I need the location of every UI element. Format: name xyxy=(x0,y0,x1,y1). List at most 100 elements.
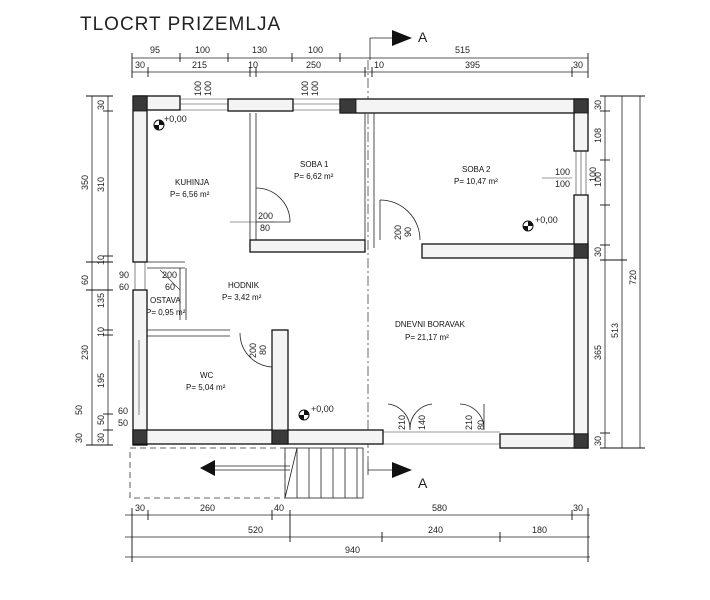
svg-text:60: 60 xyxy=(165,282,175,292)
entrance-stairs xyxy=(284,447,364,499)
svg-text:+0,00: +0,00 xyxy=(311,404,334,414)
svg-text:50: 50 xyxy=(118,418,128,428)
svg-text:365: 365 xyxy=(593,345,603,360)
svg-text:200: 200 xyxy=(162,270,177,280)
section-marker-bottom: A xyxy=(367,462,428,491)
svg-text:250: 250 xyxy=(306,60,321,70)
svg-text:50: 50 xyxy=(96,415,106,425)
svg-text:200: 200 xyxy=(248,343,258,358)
svg-text:720: 720 xyxy=(628,270,638,285)
svg-text:520: 520 xyxy=(248,525,263,535)
svg-text:515: 515 xyxy=(455,45,470,55)
svg-text:30: 30 xyxy=(593,247,603,257)
room-label-ostava: OSTAVA P= 0,95 m² xyxy=(146,296,186,317)
svg-text:30: 30 xyxy=(573,503,583,513)
svg-text:95: 95 xyxy=(150,45,160,55)
svg-text:30: 30 xyxy=(96,433,106,443)
svg-text:P= 6,56 m²: P= 6,56 m² xyxy=(170,190,210,199)
svg-text:135: 135 xyxy=(96,293,106,308)
svg-text:100: 100 xyxy=(593,172,603,187)
svg-text:260: 260 xyxy=(200,503,215,513)
stair-direction-arrow xyxy=(200,460,290,476)
svg-text:+0,00: +0,00 xyxy=(535,215,558,225)
svg-text:30: 30 xyxy=(135,503,145,513)
svg-text:P= 5,04 m²: P= 5,04 m² xyxy=(186,383,226,392)
svg-text:DNEVNI BORAVAK: DNEVNI BORAVAK xyxy=(395,320,466,329)
svg-text:10: 10 xyxy=(248,60,258,70)
svg-text:50: 50 xyxy=(74,405,84,415)
svg-text:100: 100 xyxy=(203,81,213,96)
svg-text:10: 10 xyxy=(96,255,106,265)
svg-text:10: 10 xyxy=(374,60,384,70)
svg-text:30: 30 xyxy=(573,60,583,70)
svg-text:80: 80 xyxy=(476,420,486,430)
dimension-chain-right: 30 108 100 30 365 30 513 720 xyxy=(593,95,645,449)
room-label-soba1: SOBA 1 P= 6,62 m² xyxy=(294,160,334,181)
svg-text:215: 215 xyxy=(192,60,207,70)
svg-text:30: 30 xyxy=(593,100,603,110)
svg-text:210: 210 xyxy=(397,415,407,430)
svg-text:940: 940 xyxy=(345,545,360,555)
svg-text:130: 130 xyxy=(252,45,267,55)
plan-title: TLOCRT PRIZEMLJA xyxy=(80,14,281,35)
svg-text:30: 30 xyxy=(593,436,603,446)
svg-text:OSTAVA: OSTAVA xyxy=(150,296,181,305)
room-label-dnevni-boravak: DNEVNI BORAVAK P= 21,17 m² xyxy=(395,320,466,342)
room-label-kuhinja: KUHINJA P= 6,56 m² xyxy=(170,178,210,199)
dimension-chain-top: 95 100 130 100 515 30 215 10 250 10 395 … xyxy=(131,45,589,78)
svg-text:30: 30 xyxy=(96,100,106,110)
svg-text:90: 90 xyxy=(119,270,129,280)
svg-text:200: 200 xyxy=(258,211,273,221)
room-label-wc: WC P= 5,04 m² xyxy=(186,371,226,392)
opening-labels: 100 100 100 100 100 100 200 80 200 90 20… xyxy=(118,81,598,430)
svg-text:210: 210 xyxy=(464,415,474,430)
svg-text:100: 100 xyxy=(555,179,570,189)
svg-text:240: 240 xyxy=(428,525,443,535)
walls xyxy=(132,95,589,449)
svg-text:P= 10,47 m²: P= 10,47 m² xyxy=(454,177,498,186)
svg-text:230: 230 xyxy=(80,345,90,360)
svg-text:+0,00: +0,00 xyxy=(164,114,187,124)
section-label-top: A xyxy=(418,29,428,45)
svg-text:60: 60 xyxy=(119,282,129,292)
dimension-chain-bottom: 30 260 40 580 30 520 240 180 940 xyxy=(125,503,590,562)
svg-text:195: 195 xyxy=(96,373,106,388)
svg-text:100: 100 xyxy=(195,45,210,55)
doors xyxy=(159,187,485,431)
svg-text:P= 21,17 m²: P= 21,17 m² xyxy=(405,333,449,342)
svg-text:350: 350 xyxy=(80,175,90,190)
svg-text:HODNIK: HODNIK xyxy=(228,281,260,290)
svg-text:KUHINJA: KUHINJA xyxy=(175,178,210,187)
svg-text:P= 0,95 m²: P= 0,95 m² xyxy=(146,308,186,317)
svg-text:580: 580 xyxy=(432,503,447,513)
svg-text:60: 60 xyxy=(118,406,128,416)
svg-text:100: 100 xyxy=(310,81,320,96)
svg-text:WC: WC xyxy=(200,371,214,380)
svg-text:SOBA 2: SOBA 2 xyxy=(462,165,491,174)
room-label-hodnik: HODNIK P= 3,42 m² xyxy=(222,281,262,302)
svg-text:140: 140 xyxy=(417,415,427,430)
svg-text:100: 100 xyxy=(308,45,323,55)
svg-text:P= 6,62 m²: P= 6,62 m² xyxy=(294,172,334,181)
elevation-marker-living: +0,00 xyxy=(298,404,334,421)
terrace-outline xyxy=(129,447,286,499)
elevation-marker-soba2: +0,00 xyxy=(522,215,558,232)
svg-text:200: 200 xyxy=(393,225,403,240)
svg-text:100: 100 xyxy=(300,81,310,96)
svg-text:80: 80 xyxy=(258,345,268,355)
svg-text:310: 310 xyxy=(96,177,106,192)
windows xyxy=(138,103,582,415)
svg-text:100: 100 xyxy=(588,167,598,182)
svg-text:60: 60 xyxy=(80,275,90,285)
svg-text:30: 30 xyxy=(135,60,145,70)
dimension-chain-left: 350 60 230 30 310 10 135 10 195 50 30 50… xyxy=(74,95,113,446)
svg-text:100: 100 xyxy=(555,167,570,177)
svg-text:100: 100 xyxy=(193,81,203,96)
section-label-bottom: A xyxy=(418,475,428,491)
svg-text:10: 10 xyxy=(96,327,106,337)
svg-text:108: 108 xyxy=(593,128,603,143)
svg-text:SOBA 1: SOBA 1 xyxy=(300,160,329,169)
section-marker-top: A xyxy=(369,29,428,60)
svg-text:90: 90 xyxy=(403,227,413,237)
svg-text:P= 3,42 m²: P= 3,42 m² xyxy=(222,293,262,302)
